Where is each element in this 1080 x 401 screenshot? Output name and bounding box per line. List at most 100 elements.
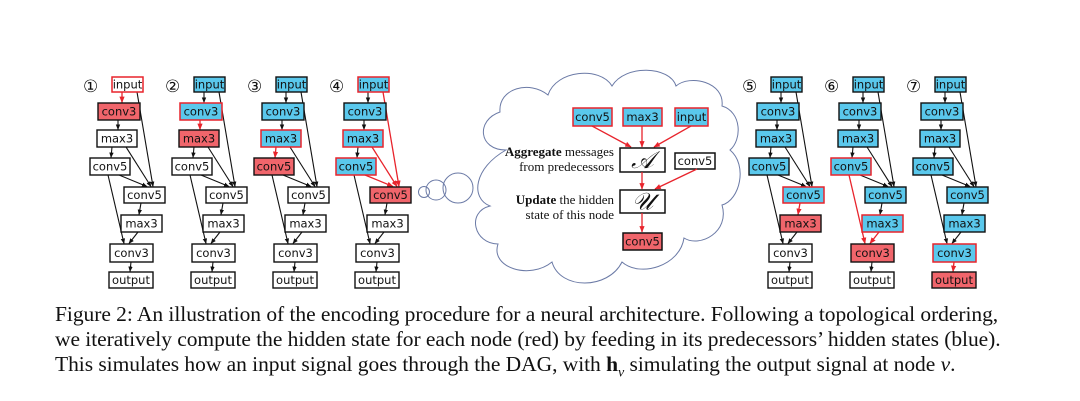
cloud-input-conv5: conv5 (572, 107, 613, 127)
predecessor-node-max3: max3 (861, 214, 904, 233)
node-box (89, 157, 131, 176)
computed-node-input: input (193, 76, 226, 93)
computed-node-conv5: conv5 (748, 157, 790, 176)
node-label: max3 (347, 132, 379, 146)
computed-node-conv3: conv3 (920, 102, 964, 121)
caption-line-1: Figure 2: An illustration of the encodin… (55, 302, 999, 326)
computed-node-conv3: conv3 (756, 102, 800, 121)
step-number: ⑤ (742, 77, 757, 97)
pending-node-conv5: conv5 (171, 157, 213, 176)
computed-node-max3: max3 (755, 129, 797, 148)
dag-edge (374, 261, 379, 273)
pending-node-max3: max3 (202, 214, 245, 233)
computed-node-max3: max3 (837, 129, 879, 148)
node-box (343, 102, 387, 121)
node-box (342, 129, 384, 148)
dag-edge (125, 146, 152, 187)
node-label: max3 (784, 217, 816, 231)
pending-node-max3: max3 (96, 129, 138, 148)
node-box (260, 129, 302, 148)
node-label: output (771, 273, 809, 287)
node-box (755, 129, 797, 148)
node-box (97, 102, 141, 121)
current-node-conv3: conv3 (97, 102, 141, 121)
node-label: max3 (948, 217, 980, 231)
node-label: max3 (626, 110, 658, 124)
node-box (852, 76, 885, 93)
figure-caption: Figure 2: An illustration of the encodin… (55, 302, 1045, 385)
dag-edge (941, 174, 971, 188)
node-box (272, 271, 318, 289)
dag-edge (850, 146, 855, 159)
node-box (369, 186, 412, 204)
node-label: output (358, 273, 396, 287)
computed-node-conv3: conv3 (343, 102, 387, 121)
current-node-conv3: conv3 (850, 243, 895, 263)
node-label: input (772, 78, 802, 92)
message-arrow (591, 125, 632, 148)
node-box (767, 271, 813, 289)
computed-node-input: input (770, 76, 803, 93)
dag-edge (374, 231, 385, 244)
pending-node-output: output (272, 271, 318, 289)
node-box (920, 102, 964, 121)
node-label: conv5 (625, 235, 660, 249)
node-box (202, 214, 245, 233)
node-box (674, 107, 709, 127)
dag-edge (210, 231, 221, 244)
pending-node-max3: max3 (366, 214, 409, 233)
dag-edge (191, 146, 196, 159)
node-label: max3 (183, 132, 215, 146)
node-box (932, 243, 977, 263)
current-node-conv5: conv5 (369, 186, 412, 204)
node-label: conv5 (93, 160, 128, 174)
node-label: conv5 (209, 188, 244, 202)
node-box (919, 129, 961, 148)
cloud-input-input: input (674, 107, 709, 127)
node-label: conv5 (834, 160, 869, 174)
update-box: 𝒰 (619, 188, 666, 216)
node-box (354, 271, 400, 289)
node-box (109, 243, 154, 263)
node-label: max3 (842, 132, 874, 146)
thought-bubble-medium (425, 179, 447, 201)
node-label: input (277, 78, 307, 92)
node-box (943, 214, 986, 233)
pending-node-conv3: conv3 (768, 243, 813, 263)
node-label: output (853, 273, 891, 287)
pending-node-output: output (108, 271, 154, 289)
current-node-conv5: conv5 (253, 157, 295, 176)
node-box (120, 214, 163, 233)
computed-node-conv3: conv3 (261, 102, 305, 121)
node-label: conv5 (752, 160, 787, 174)
caption-line-3: This simulates how an input signal goes … (55, 352, 956, 381)
node-box (674, 152, 716, 170)
predecessor-node-conv5: conv5 (830, 157, 872, 176)
update-description-line-1: Update the hidden (516, 192, 615, 207)
predecessor-node-max3: max3 (342, 129, 384, 148)
node-label: conv5 (575, 110, 610, 124)
computed-node-conv5: conv5 (864, 186, 907, 204)
aggregate-box: 𝒜 (619, 146, 666, 174)
node-label: conv5 (127, 188, 162, 202)
node-label: conv3 (184, 105, 219, 119)
computed-node-conv5: conv5 (912, 157, 954, 176)
aggregate-description-line-2: from predecessors (519, 159, 614, 174)
node-label: output (276, 273, 314, 287)
node-box (830, 157, 872, 176)
node-box (108, 271, 154, 289)
predecessor-node-input: input (357, 76, 390, 93)
pending-node-output: output (767, 271, 813, 289)
dag-edge (766, 174, 785, 245)
node-label: conv5 (373, 188, 408, 202)
pending-node-output: output (849, 271, 895, 289)
thought-bubble-small (418, 186, 430, 198)
node-label: input (359, 78, 389, 92)
dag-edge (107, 174, 126, 245)
node-box (946, 186, 989, 204)
dag-edge (866, 146, 893, 187)
node-box (275, 76, 308, 93)
pending-node-output: output (190, 271, 236, 289)
